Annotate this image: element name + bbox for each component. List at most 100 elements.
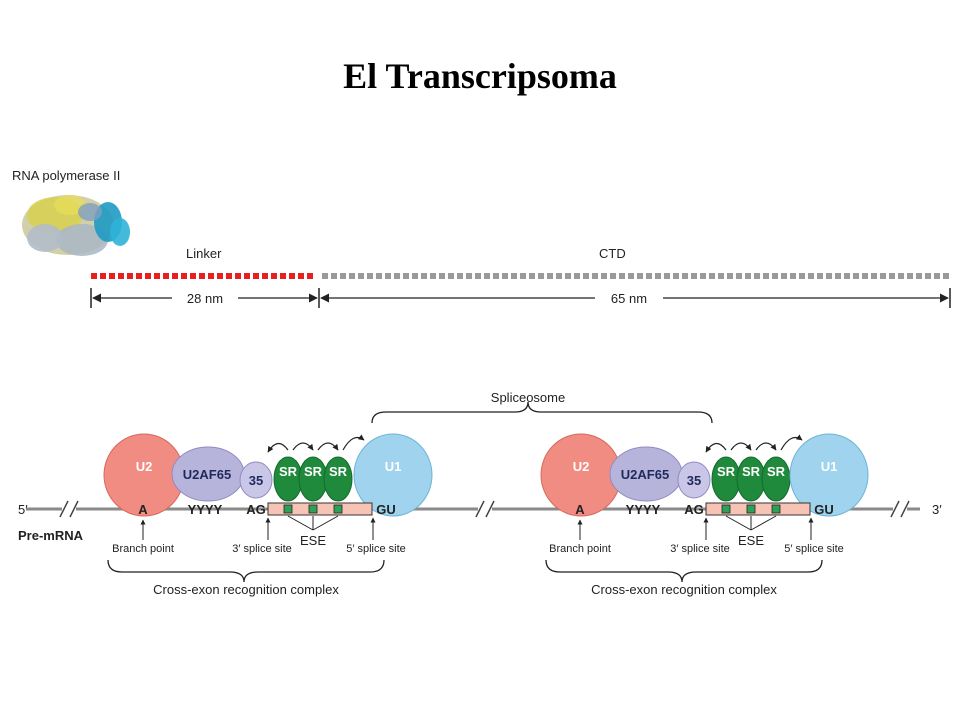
ctd-segment (484, 273, 490, 279)
ctd-segment (916, 273, 922, 279)
linker-segment (262, 273, 268, 279)
u2af35-protein (677, 461, 711, 499)
ctd-segment (889, 273, 895, 279)
linker-label: Linker (186, 246, 222, 261)
sr-label: SR (279, 464, 298, 479)
ctd-segment (457, 273, 463, 279)
ctd-segment (664, 273, 670, 279)
interaction-arrow (705, 442, 727, 453)
ctd-segment (862, 273, 868, 279)
five-prime-splice-site-label: 5′ splice site (346, 543, 406, 555)
ese-element (308, 504, 318, 514)
ese-element (283, 504, 293, 514)
ctd-segment (691, 273, 697, 279)
linker-length: 28 nm (187, 291, 223, 306)
polymerase-label: RNA polymerase II (12, 168, 120, 183)
ctd-segment (781, 273, 787, 279)
ctd-segment (718, 273, 724, 279)
ctd-segment (466, 273, 472, 279)
ctd-dashes (322, 273, 949, 279)
gu-dinucleotide: GU (814, 502, 834, 517)
ese-element (721, 504, 731, 514)
spliceosome-label: Spliceosome (491, 390, 565, 405)
linker-segment (199, 273, 205, 279)
slide-title: El Transcripsoma (343, 56, 617, 96)
linker-segment (136, 273, 142, 279)
interaction-arrow (292, 442, 314, 451)
ese-label: ESE (738, 533, 764, 548)
ctd-segment (925, 273, 931, 279)
gu-dinucleotide: GU (376, 502, 396, 517)
ctd-segment (727, 273, 733, 279)
sr-label: SR (767, 464, 786, 479)
u1-label: U1 (821, 459, 838, 474)
ctd-segment (448, 273, 454, 279)
ctd-segment (394, 273, 400, 279)
polypyrimidine-tract: YYYY (626, 502, 661, 517)
ctd-segment (835, 273, 841, 279)
u1-snrnp (353, 433, 433, 517)
ctd-segment (943, 273, 949, 279)
ctd-segment (637, 273, 643, 279)
ctd-segment (628, 273, 634, 279)
linker-segment (154, 273, 160, 279)
ctd-segment (340, 273, 346, 279)
linker-segment (271, 273, 277, 279)
interaction-arrow (342, 434, 365, 451)
branch-nucleotide: A (138, 502, 148, 517)
u2af35-label: 35 (249, 473, 263, 488)
complex-brace (107, 559, 385, 583)
ctd-segment (601, 273, 607, 279)
branch-point-label: Branch point (549, 543, 611, 555)
ctd-label: CTD (599, 246, 626, 261)
sr-label: SR (742, 464, 761, 479)
interaction-arrow (730, 442, 752, 451)
ese-element (333, 504, 343, 514)
ctd-segment (583, 273, 589, 279)
ese-element (746, 504, 756, 514)
ctd-segment (376, 273, 382, 279)
ctd-segment (493, 273, 499, 279)
ctd-segment (574, 273, 580, 279)
ctd-segment (673, 273, 679, 279)
linker-segment (253, 273, 259, 279)
linker-segment (226, 273, 232, 279)
linker-dashes (91, 273, 313, 279)
ctd-segment (331, 273, 337, 279)
ctd-segment (412, 273, 418, 279)
u2-label: U2 (136, 459, 153, 474)
linker-segment (127, 273, 133, 279)
linker-segment (307, 273, 313, 279)
ctd-segment (322, 273, 328, 279)
ctd-segment (871, 273, 877, 279)
linker-segment (235, 273, 241, 279)
ctd-segment (619, 273, 625, 279)
u2af65-label: U2AF65 (183, 467, 231, 482)
linker-segment (298, 273, 304, 279)
u1-snrnp (789, 433, 869, 517)
ctd-segment (502, 273, 508, 279)
three-prime-end: 3′ (932, 502, 942, 517)
ctd-segment (646, 273, 652, 279)
splicing-unit-2: U2 U2AF65 35 SR SR SR U1 A YYYY AG GU (540, 433, 869, 597)
three-prime-splice-site-label: 3′ splice site (232, 543, 292, 555)
linker-segment (100, 273, 106, 279)
linker-segment (109, 273, 115, 279)
linker-segment (217, 273, 223, 279)
ctd-segment (511, 273, 517, 279)
ctd-segment (529, 273, 535, 279)
linker-segment (163, 273, 169, 279)
ctd-segment (817, 273, 823, 279)
linker-segment (289, 273, 295, 279)
ctd-segment (538, 273, 544, 279)
exon (267, 502, 373, 516)
u2af65-label: U2AF65 (621, 467, 669, 482)
branch-point-label: Branch point (112, 543, 174, 555)
ctd-segment (592, 273, 598, 279)
ctd-segment (367, 273, 373, 279)
ag-dinucleotide: AG (684, 502, 704, 517)
sr-label: SR (304, 464, 323, 479)
linker-segment (145, 273, 151, 279)
linker-segment (172, 273, 178, 279)
